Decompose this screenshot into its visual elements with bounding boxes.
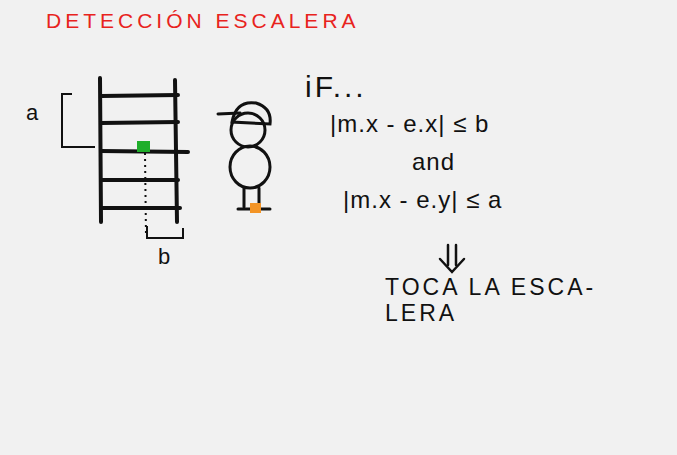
condition-formula: |m.x - e.y| ≤ a	[343, 186, 502, 214]
ladder-rung	[101, 178, 178, 182]
condition-keyword: and	[412, 148, 455, 176]
condition-keyword: iF...	[305, 70, 367, 105]
width-bracket	[147, 226, 183, 238]
dotted-line	[145, 153, 146, 236]
dimension-label: b	[158, 244, 171, 269]
player-point	[250, 203, 261, 213]
body	[230, 146, 270, 188]
ladder-rung	[101, 95, 178, 96]
condition-formula: |m.x - e.x| ≤ b	[330, 110, 489, 138]
ladder-rung	[101, 122, 178, 123]
height-bracket	[62, 94, 95, 147]
dimension-label: a	[26, 100, 39, 125]
ladder	[100, 78, 188, 222]
head	[231, 113, 265, 147]
cap-visor	[218, 113, 240, 114]
ladder-rung	[101, 206, 180, 210]
stick-figure	[218, 103, 270, 209]
implies-arrow	[440, 245, 464, 272]
diagram-title: DETECCIÓN ESCALERA	[46, 9, 360, 33]
result-note: TOCA LA ESCA- LERA	[385, 274, 647, 327]
leg	[243, 188, 246, 207]
ladder-point	[137, 141, 150, 152]
